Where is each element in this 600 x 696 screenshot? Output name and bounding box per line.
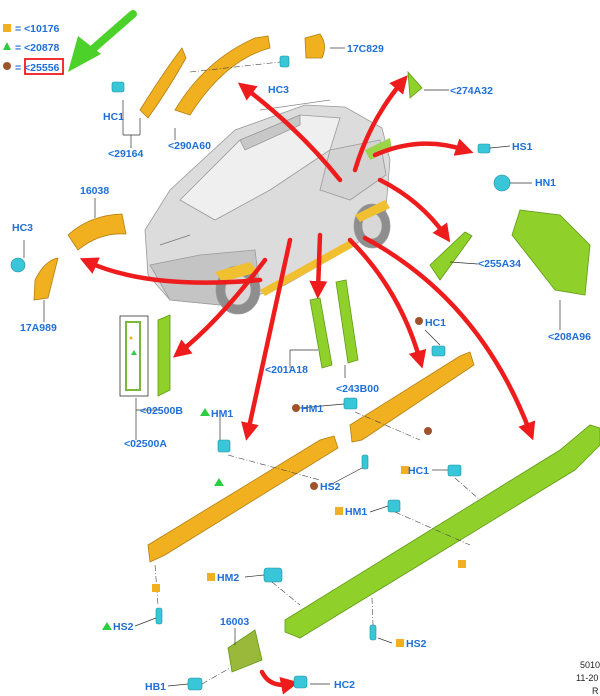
- legend-text-3: = <25556: [15, 62, 60, 74]
- clip-icon: [493, 174, 511, 192]
- red-arrows: [79, 75, 536, 695]
- label-hs2-right: HS2: [406, 638, 427, 650]
- leader-lines: [23, 47, 561, 687]
- label-16038: 16038: [80, 185, 109, 197]
- label-hm2: HM2: [217, 572, 239, 584]
- clip-icon: [187, 677, 203, 691]
- label-17a989: 17A989: [20, 322, 57, 334]
- label-hm1-mid: HM1: [301, 403, 323, 415]
- label-hb1: HB1: [145, 681, 166, 693]
- label-hc1-mid: HC1: [425, 317, 446, 329]
- legend-square-icon: [3, 24, 11, 32]
- clip-icon: [477, 143, 491, 154]
- clip-icon: [10, 257, 26, 273]
- clip-icon: [387, 499, 401, 513]
- corner-date: 11-20: [576, 673, 598, 683]
- legend-triangle-icon: [3, 42, 11, 50]
- label-290a60: <290A60: [168, 140, 211, 152]
- label-17c829: 17C829: [347, 43, 384, 55]
- label-hc3-left: HC3: [12, 222, 33, 234]
- label-274a32: <274A32: [450, 85, 493, 97]
- clip-icon: [431, 345, 446, 357]
- clip-icon: [343, 397, 358, 410]
- green-parts: [157, 70, 600, 673]
- reference-markers: [102, 317, 466, 647]
- label-201a18: <201A18: [265, 364, 308, 376]
- label-208a96: <208A96: [548, 331, 591, 343]
- label-02500b: <02500B: [140, 405, 183, 417]
- label-243b00: <243B00: [336, 383, 379, 395]
- label-hn1: HN1: [535, 177, 556, 189]
- clip-icon: [263, 567, 283, 583]
- label-hs2-left: HS2: [113, 621, 134, 633]
- badge-detail-frame: [119, 315, 149, 397]
- green-pointer-arrow-icon: [68, 10, 137, 72]
- corner-r: R: [592, 686, 599, 696]
- orange-parts: [33, 33, 475, 563]
- label-hs2-mid: HS2: [320, 481, 341, 493]
- corner-reference: 5010 11-20 R: [576, 660, 600, 696]
- clip-icon: [111, 81, 125, 93]
- legend: = <10176 = <20878 = <25556: [3, 23, 64, 75]
- part-labels: HC3 17C829 <274A32 HC1 <29164 <290A60 HS…: [12, 43, 591, 693]
- screw-icon: [369, 624, 377, 641]
- label-hm1-left: HM1: [211, 408, 233, 420]
- legend-text-1: = <10176: [15, 23, 60, 35]
- label-hc3-top: HC3: [268, 84, 289, 96]
- label-16003: 16003: [220, 616, 249, 628]
- label-hc1-left: HC1: [103, 111, 124, 123]
- legend-text-2: = <20878: [15, 42, 60, 54]
- corner-code: 5010: [580, 660, 600, 670]
- label-hm1-right: HM1: [345, 506, 367, 518]
- screw-icon: [155, 607, 163, 625]
- label-255a34: <255A34: [478, 258, 521, 270]
- label-29164: <29164: [108, 148, 143, 160]
- legend-circle-icon: [3, 62, 11, 70]
- label-hc2: HC2: [334, 679, 355, 691]
- label-02500a: <02500A: [124, 438, 167, 450]
- label-hc1-right: HC1: [408, 465, 429, 477]
- clip-icon: [447, 464, 462, 477]
- clip-icon: [217, 439, 231, 453]
- clip-icon: [293, 675, 308, 689]
- screw-icon: [361, 454, 369, 470]
- clip-icon: [279, 55, 290, 68]
- dash-centre-lines: [154, 61, 481, 685]
- legend-highlight-box: [24, 58, 64, 75]
- car-icon: [144, 99, 392, 315]
- clip-icons: [10, 55, 511, 691]
- label-hs1: HS1: [512, 141, 533, 153]
